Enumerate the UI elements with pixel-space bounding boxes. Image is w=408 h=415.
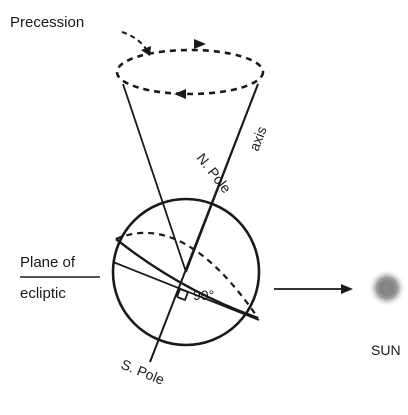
- plane-of-ecliptic-label-line2: ecliptic: [20, 285, 66, 302]
- angle-label: 90°: [193, 287, 214, 303]
- equator-back: [115, 231, 259, 319]
- sun-disc: [379, 280, 395, 296]
- precession-arrow-bottom: [174, 89, 186, 99]
- plane-of-ecliptic-label-line1: Plane of: [20, 254, 76, 271]
- precession-arrow-top: [194, 39, 206, 49]
- north-pole-label: N. Pole: [194, 150, 235, 196]
- precession-circle: [115, 48, 265, 96]
- earth-sphere: [111, 197, 261, 347]
- right-angle-marker: [176, 287, 190, 302]
- precession-label: Precession: [10, 14, 84, 31]
- equator-front: [115, 238, 259, 320]
- sun-label: SUN: [371, 342, 401, 358]
- south-pole-label: S. Pole: [119, 356, 167, 388]
- sun-arrow-head: [341, 284, 353, 294]
- rotation-axis: [149, 83, 259, 363]
- cone-line-left: [122, 83, 187, 273]
- axis-label: axis: [246, 124, 270, 153]
